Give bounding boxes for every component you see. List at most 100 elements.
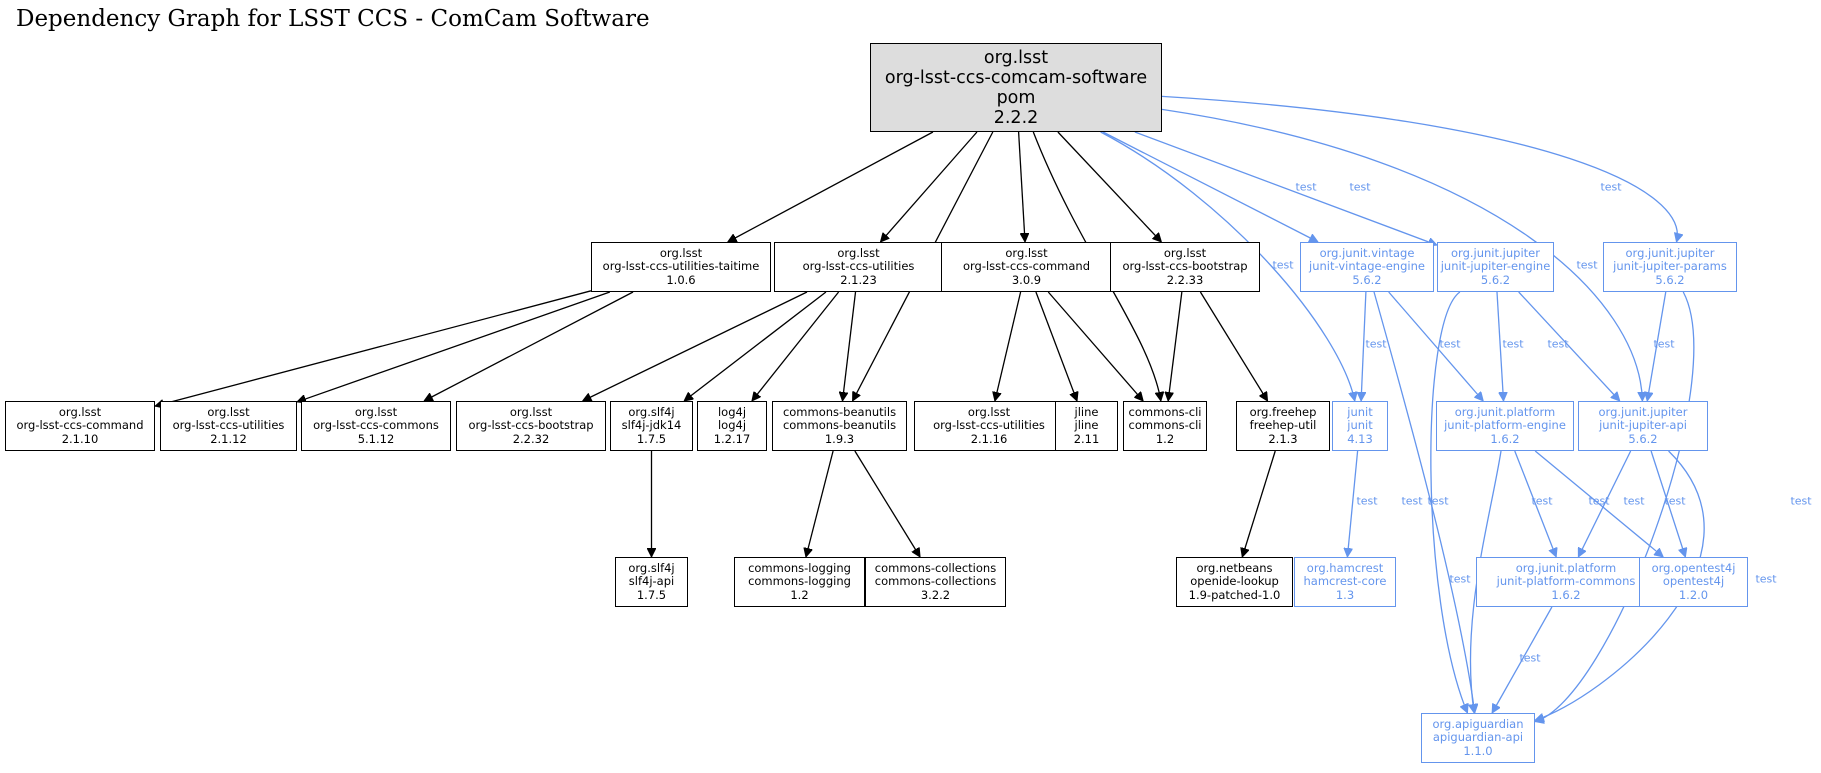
node-label-line: 5.1.12 — [357, 431, 395, 446]
node-label-line: 1.6.2 — [1490, 431, 1520, 446]
node-label-line: 4.13 — [1347, 431, 1373, 446]
node-label-line: org-lsst-ccs-bootstrap — [468, 418, 594, 433]
node-label-line: 5.6.2 — [1352, 272, 1382, 287]
edge-label-test: test — [1349, 180, 1371, 194]
edge-label-test: test — [1664, 494, 1686, 508]
edge-juppar-to-apiguard — [1535, 291, 1695, 722]
edge-label-test: test — [1427, 494, 1449, 508]
node-label-line: org.lsst — [967, 404, 1011, 419]
node-label-line: opentest4j — [1662, 574, 1725, 589]
node-label-line: org.lsst — [58, 404, 102, 419]
edge-root-to-jupeng — [1134, 131, 1437, 245]
node-label-line: 1.2.17 — [713, 431, 751, 446]
node-label-line: org.hamcrest — [1306, 560, 1384, 575]
node-label-line: org.lsst — [207, 404, 250, 419]
node-label-line: 1.7.5 — [636, 587, 667, 602]
node-label-line: apiguardian-api — [1432, 730, 1524, 745]
edge-beanutils-to-collections — [854, 450, 921, 557]
edge-root-to-vintage — [1102, 131, 1318, 243]
node-label-line: log4j — [717, 404, 747, 419]
node-label-line: org.freehep — [1249, 404, 1317, 419]
node-label-line: slf4j-jdk14 — [621, 418, 682, 433]
node-label-line: org-lsst-ccs-utilities — [172, 418, 285, 433]
edge-label-test: test — [1365, 337, 1387, 351]
edge-root-to-boot2233 — [1057, 131, 1162, 242]
edge-util2123-to-boot2232 — [582, 291, 808, 402]
node-label-line: 1.1.0 — [1463, 743, 1493, 758]
edge-vintage-to-plateng — [1388, 291, 1484, 401]
node-label-line: log4j — [717, 418, 747, 433]
edge-vintage-to-junit — [1361, 291, 1367, 401]
edge-label-test: test — [1653, 337, 1675, 351]
node-label-line: junit — [1347, 418, 1373, 433]
edge-taitime-to-cmd2110 — [155, 290, 592, 406]
node-label-line: 1.9.3 — [824, 431, 855, 446]
edge-label-test: test — [1401, 494, 1423, 508]
edge-label-test: test — [1531, 494, 1553, 508]
node-label-line: org.netbeans — [1196, 560, 1273, 575]
node-label-line: org.junit.vintage — [1319, 245, 1415, 260]
node-label-line: org.lsst — [837, 245, 880, 260]
node-label-line: 1.2 — [790, 587, 809, 602]
node-label-line: junit-jupiter-params — [1613, 259, 1727, 274]
node-label-line: 1.6.2 — [1551, 587, 1581, 602]
edge-label-test: test — [1790, 494, 1812, 508]
node-label-line: hamcrest-core — [1303, 574, 1387, 589]
node-label-line: commons-logging — [748, 574, 851, 589]
node-label-line: org.junit.platform — [1454, 404, 1556, 419]
node-label-line: freehep-util — [1249, 418, 1317, 433]
node-label-line: junit-platform-commons — [1496, 574, 1636, 589]
edge-boot2233-to-freehep — [1199, 291, 1269, 401]
edge-cmd309-to-jline — [1035, 291, 1077, 401]
edge-jupeng-to-apiguard — [1430, 291, 1468, 713]
node-label-line: org-lsst-ccs-commons — [313, 418, 439, 433]
node-label-line: 2.1.16 — [970, 431, 1008, 446]
node-label-line: junit-jupiter-api — [1599, 418, 1687, 433]
node-label-line: org-lsst-ccs-utilities — [933, 418, 1045, 433]
edge-root-to-util2123 — [880, 131, 978, 242]
node-label-line: 5.6.2 — [1480, 272, 1511, 287]
node-label-line: 2.1.12 — [210, 431, 247, 446]
edge-label-test: test — [1588, 494, 1610, 508]
edge-label-test: test — [1755, 572, 1777, 586]
node-label-line: jline — [1074, 418, 1099, 433]
node-label-line: org.opentest4j — [1651, 560, 1736, 575]
node-label-line: 1.2.0 — [1678, 587, 1709, 602]
edge-cmd309-to-cli — [1047, 291, 1143, 401]
node-label-line: commons-cli — [1128, 404, 1202, 419]
node-label-line: commons-collections — [874, 574, 997, 589]
node-label-line: commons-beanutils — [782, 418, 897, 433]
node-label-line: 1.0.6 — [666, 272, 696, 287]
node-label-line: junit-vintage-engine — [1309, 259, 1425, 274]
node-label-line: slf4j-api — [628, 574, 675, 589]
node-label-line: 2.1.10 — [61, 431, 99, 446]
node-label-line: openide-lookup — [1190, 574, 1279, 589]
node-label-line: org-lsst-ccs-bootstrap — [1122, 259, 1248, 274]
node-label-line: jline — [1074, 404, 1099, 419]
edge-util2123-to-beanutils — [842, 291, 857, 401]
edge-jupeng-to-jupapi — [1518, 291, 1620, 401]
node-label-line: 5.6.2 — [1655, 272, 1685, 287]
edge-label-test: test — [1547, 337, 1569, 351]
node-label-line: org-lsst-ccs-utilities — [802, 259, 915, 274]
node-label-line: junit — [1347, 404, 1373, 419]
node-label-line: 2.2.32 — [512, 431, 550, 446]
